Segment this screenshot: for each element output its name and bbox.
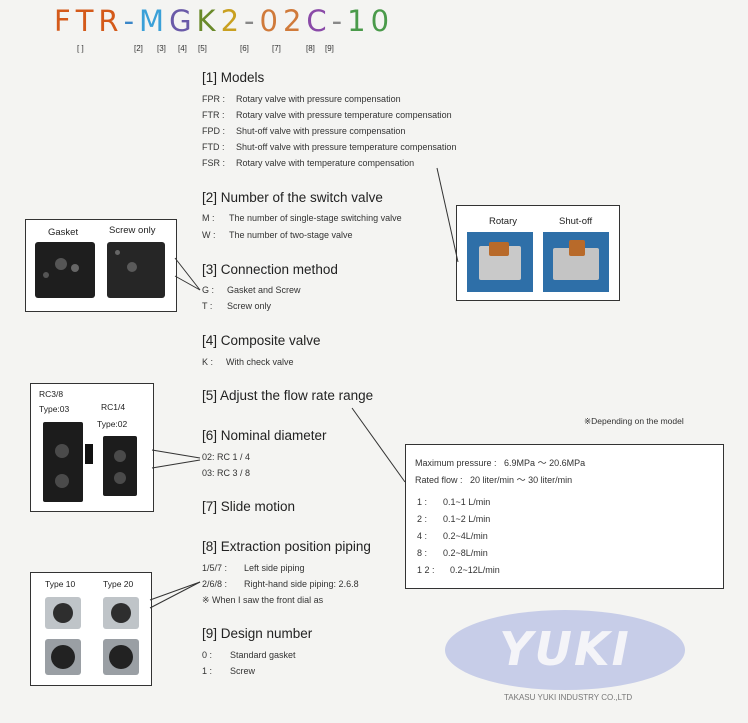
type10-dial-photo: [45, 597, 81, 629]
code-char: G: [169, 4, 197, 38]
list-item: 2/6/8 :Right-hand side piping: 2.6.8: [202, 579, 359, 589]
type10-knob-photo: [45, 639, 81, 675]
list-item: 03: RC 3 / 8: [202, 468, 251, 478]
code-index-4: [4]: [178, 44, 187, 53]
section-design-number-title: [9] Design number: [202, 626, 313, 641]
list-item: M :The number of single-stage switching …: [202, 213, 402, 223]
shut-off-valve-photo: [543, 232, 609, 292]
rotary-valve-photo: [467, 232, 533, 292]
section-extraction-title: [8] Extraction position piping: [202, 539, 371, 554]
yuki-logo: YUKI: [445, 610, 685, 690]
list-item: 1 :Screw: [202, 666, 256, 676]
list-item: ※ When I saw the front dial as: [202, 595, 324, 605]
code-char: 2: [282, 4, 307, 38]
logo-text: YUKI: [499, 622, 631, 676]
range-item: 4 :0.2~4L/min: [417, 531, 488, 541]
diameter-photo-box: RC3/8 Type:03 RC1/4 Type:02: [30, 383, 154, 512]
rc38-label: RC3/8: [39, 389, 64, 399]
type02-label: Type:02: [97, 419, 128, 429]
company-name: TAKASU YUKI INDUSTRY CO.,LTD: [504, 693, 633, 702]
code-char: -: [244, 4, 260, 38]
range-item: 8 :0.2~8L/min: [417, 548, 488, 558]
code-char: 1: [347, 4, 371, 38]
section-flow-range-title: [5] Adjust the flow rate range: [202, 388, 374, 403]
gasket-photo: [35, 242, 95, 298]
list-item: FTD :Shut-off valve with pressure temper…: [202, 142, 457, 152]
max-pressure: Maximum pressure : 6.9MPa ～ 20.6MPa: [415, 458, 586, 468]
list-item: K :With check valve: [202, 357, 294, 367]
code-char: 2: [220, 4, 245, 38]
rc14-photo: [103, 436, 137, 496]
list-item: FPR :Rotary valve with pressure compensa…: [202, 94, 401, 104]
code-index-9: [9]: [325, 44, 334, 53]
range-item: 2 :0.1~2 L/min: [417, 514, 491, 524]
list-item: FTR :Rotary valve with pressure temperat…: [202, 110, 452, 120]
section-diameter-title: [6] Nominal diameter: [202, 428, 327, 443]
photo-caption-rotary: Rotary: [489, 216, 517, 227]
photo-caption-gasket: Gasket: [48, 227, 79, 238]
code-index-7: [7]: [272, 44, 281, 53]
rated-flow: Rated flow : 20 liter/min ～ 30 liter/min: [415, 475, 573, 485]
code-index-2: [2]: [134, 44, 143, 53]
section-models-title: [1] Models: [202, 70, 265, 85]
type20-dial-photo: [103, 597, 139, 629]
section-connection-title: [3] Connection method: [202, 262, 338, 277]
code-index-6: [6]: [240, 44, 249, 53]
code-char: C: [306, 4, 332, 38]
code-index-5: [5]: [198, 44, 207, 53]
code-index-3: [3]: [157, 44, 166, 53]
type03-label: Type:03: [39, 404, 70, 414]
code-char: -: [331, 4, 348, 38]
list-item: G :Gasket and Screw: [202, 285, 301, 295]
model-code-title: FTR-MGK2-02C-10: [54, 4, 394, 38]
flow-spec-box: Maximum pressure : 6.9MPa ～ 20.6MPa Rate…: [405, 444, 724, 589]
code-index-8: [8]: [306, 44, 315, 53]
photo-caption-screw-only: Screw only: [109, 225, 156, 236]
photo-caption-shut-off: Shut-off: [559, 216, 593, 227]
rc38-photo: [43, 422, 83, 502]
range-item: 1 :0.1~1 L/min: [417, 497, 491, 507]
list-item: 0 :Standard gasket: [202, 650, 296, 660]
list-item: T :Screw only: [202, 301, 272, 311]
section-switch-valve-title: [2] Number of the switch valve: [202, 190, 383, 205]
dial-type-photo-box: Type 10 Type 20: [30, 572, 152, 686]
code-char: M: [139, 4, 170, 38]
connection-photo-box: Gasket Screw only: [25, 219, 177, 312]
section-composite-title: [4] Composite valve: [202, 333, 321, 348]
list-item: 1/5/7 :Left side piping: [202, 563, 305, 573]
code-char: R: [98, 4, 124, 38]
valve-type-photo-box: Rotary Shut-off: [456, 205, 620, 301]
type20-label: Type 20: [103, 579, 134, 589]
list-item: 02: RC 1 / 4: [202, 452, 251, 462]
code-char: K: [196, 4, 221, 38]
type20-knob-photo: [103, 639, 139, 675]
list-item: FSR :Rotary valve with temperature compe…: [202, 158, 415, 168]
section-slide-motion-title: [7] Slide motion: [202, 499, 296, 514]
type10-label: Type 10: [45, 579, 76, 589]
range-item: 1 2 :0.2~12L/min: [417, 565, 500, 575]
code-index-1: [ ]: [77, 44, 84, 53]
code-char: 0: [259, 4, 283, 38]
code-char: T: [75, 4, 99, 38]
screw-only-photo: [107, 242, 165, 298]
code-char: -: [123, 4, 140, 38]
rc14-label: RC1/4: [101, 402, 126, 412]
list-item: FPD :Shut-off valve with pressure compen…: [202, 126, 406, 136]
code-char: F: [54, 4, 76, 38]
list-item: W :The number of two-stage valve: [202, 230, 353, 240]
code-char: 0: [370, 4, 395, 38]
model-note: ※Depending on the model: [584, 416, 684, 426]
